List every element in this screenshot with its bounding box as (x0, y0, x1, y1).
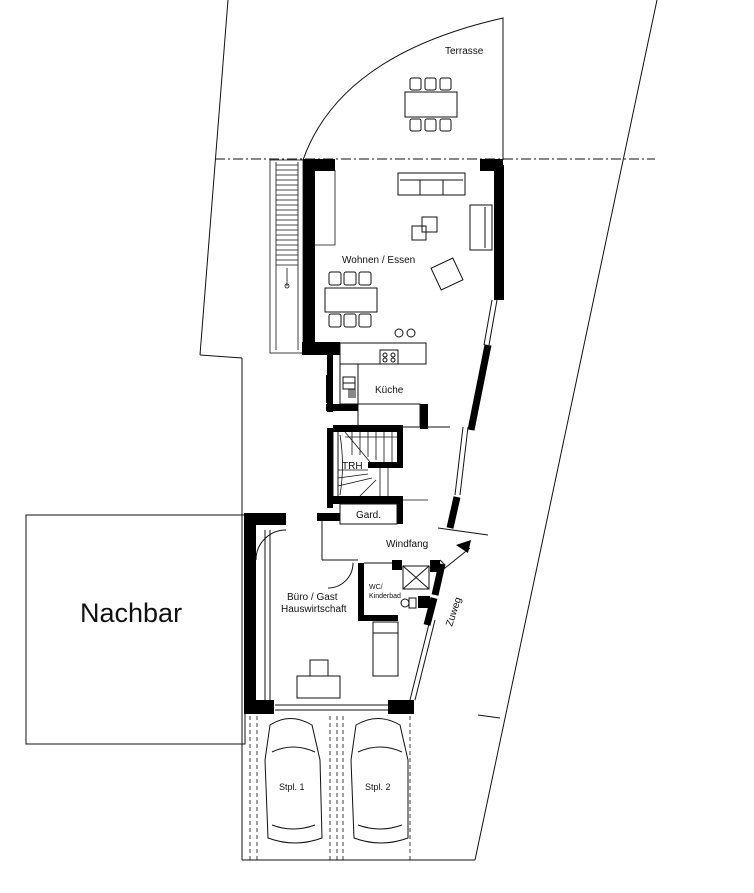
interior-stair (337, 431, 428, 501)
stair-label: TRH (342, 461, 363, 472)
terrace-arc (302, 17, 504, 161)
bath-details (327, 547, 471, 677)
kitchen-label: Küche (375, 385, 404, 396)
office-label-line2: Hauswirtschaft (281, 604, 347, 615)
terrace-dining-set (404, 77, 458, 132)
windows (264, 299, 498, 711)
walls (244, 159, 504, 714)
terrace-label: Terrasse (445, 46, 484, 57)
parking-1-label: Stpl. 1 (279, 782, 305, 792)
door-swing-living (315, 170, 336, 246)
wardrobe-label: Gard. (356, 510, 381, 521)
wc-label-line2: Kinderbad (369, 593, 401, 600)
facade-wall-segments (423, 344, 492, 626)
entrance-line (437, 527, 489, 536)
neighbour-label: Nachbar (80, 598, 182, 628)
living-furniture (324, 172, 493, 338)
parking-area (249, 716, 411, 860)
wardrobe (321, 503, 398, 561)
entrance-arrow-icon (456, 540, 471, 553)
path-label: Zuweg (444, 596, 464, 628)
living-room-label: Wohnen / Essen (342, 255, 415, 266)
car-1 (264, 718, 323, 844)
car-2 (350, 718, 409, 844)
entry-label: Windfang (386, 539, 428, 550)
kitchen-furniture (339, 342, 450, 428)
wc-label-line1: WC/ (369, 584, 383, 591)
neighbour-building (25, 514, 246, 745)
plot-boundary (199, 0, 658, 861)
office-furniture (255, 529, 341, 699)
parking-2-label: Stpl. 2 (365, 782, 391, 792)
outer-stair (269, 159, 304, 354)
office-label-line1: Büro / Gast (287, 592, 338, 603)
